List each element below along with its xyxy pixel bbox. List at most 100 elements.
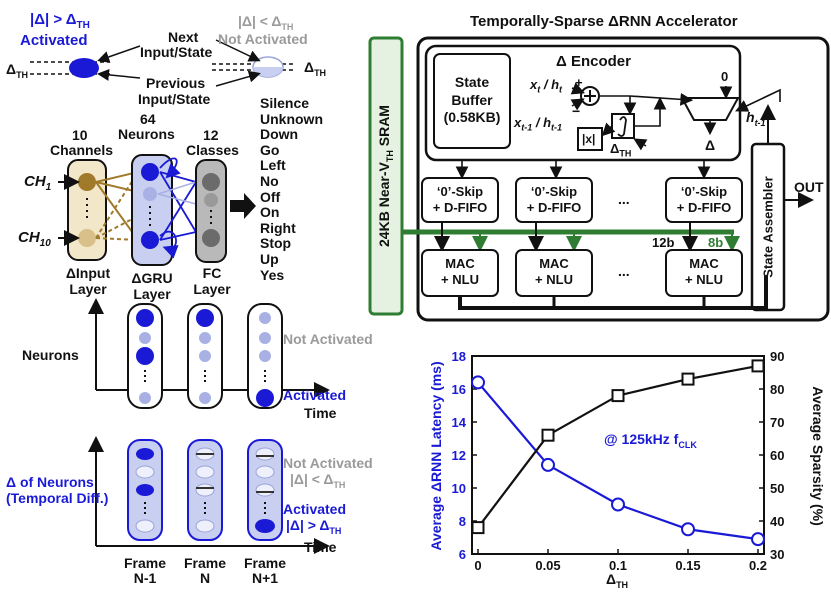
plus-sign: + bbox=[575, 75, 583, 90]
latency-point bbox=[471, 375, 485, 390]
not-activated-label-2: Not Activated bbox=[283, 455, 373, 471]
latency-series-line bbox=[477, 381, 759, 541]
mac-nlu-2: MAC+ NLU bbox=[535, 256, 573, 288]
sparsity-point bbox=[681, 372, 695, 386]
time-label-2: Time bbox=[304, 539, 337, 555]
chart-frame bbox=[471, 355, 765, 555]
mac-nlu-n: MAC+ NLU bbox=[685, 256, 723, 288]
dth-encoder-label: ΔTH bbox=[610, 141, 632, 159]
xt1-ht1-label: xt-1 / ht-1 bbox=[514, 115, 563, 133]
classes-count: 12 bbox=[203, 127, 219, 143]
chart-xlabel: ΔTH bbox=[606, 571, 629, 590]
y-right-tick-label: 90 bbox=[770, 349, 784, 364]
sparsity-point bbox=[611, 389, 625, 403]
h-prev-label: ht-1 bbox=[746, 109, 766, 128]
legend-activated-label: Activated bbox=[20, 32, 88, 49]
sparsity-point bbox=[541, 428, 555, 442]
minus-sign: − bbox=[572, 103, 581, 119]
x-tick-label: 0.1 bbox=[609, 558, 627, 573]
classifier-arrow-icon bbox=[230, 193, 256, 219]
legend-dth-right: ΔTH bbox=[304, 59, 327, 78]
network-graphics bbox=[58, 154, 256, 266]
skip-dots: ... bbox=[618, 191, 630, 207]
delta-out-label: Δ bbox=[705, 137, 716, 153]
legend-dth-left: ΔTH bbox=[6, 61, 29, 80]
y-right-tick-label: 70 bbox=[770, 415, 784, 430]
channels-count: 10 bbox=[72, 127, 88, 143]
activated-neuron-icon bbox=[69, 58, 99, 78]
sram-block bbox=[368, 36, 404, 316]
bits-8b: 8b bbox=[708, 235, 724, 250]
accelerator-graphics bbox=[368, 36, 830, 322]
x-tick-label: 0.05 bbox=[535, 558, 560, 573]
latency-point bbox=[611, 497, 625, 512]
delta-encoder-label: Δ Encoder bbox=[556, 53, 631, 70]
chart-annotation: @ 125kHz fCLK bbox=[604, 431, 697, 450]
neurons-count: 64 bbox=[140, 111, 156, 127]
not-activated-label: Not Activated bbox=[283, 331, 373, 347]
neurons-axis-label: Neurons bbox=[22, 347, 79, 363]
y-left-tick-label: 8 bbox=[459, 514, 466, 529]
cond-less-label: |Δ| < ΔTH bbox=[290, 471, 346, 490]
y-left-tick-label: 12 bbox=[452, 448, 466, 463]
y-left-tick-label: 18 bbox=[452, 349, 466, 364]
latency-point bbox=[751, 532, 765, 547]
y-left-tick-label: 6 bbox=[459, 547, 466, 562]
x-tick-label: 0.15 bbox=[675, 558, 700, 573]
skip-fifo-1: ‘0’-Skip+ D-FIFO bbox=[432, 184, 488, 216]
skip-fifo-n: ‘0’-Skip+ D-FIFO bbox=[676, 184, 732, 216]
legend-previous-2: Input/State bbox=[138, 91, 211, 107]
channels-label: Channels bbox=[50, 142, 114, 158]
x-tick-label: 0 bbox=[474, 558, 481, 573]
x-tick-label: 0.2 bbox=[749, 558, 767, 573]
legend-graphics bbox=[30, 39, 296, 87]
time-label: Time bbox=[304, 405, 337, 421]
accelerator-title: Temporally-Sparse ΔRNN Accelerator bbox=[470, 13, 738, 30]
y-right-tick-label: 80 bbox=[770, 382, 784, 397]
out-label: OUT bbox=[794, 179, 824, 195]
y-left-tick-label: 10 bbox=[452, 481, 466, 496]
legend-next: Next bbox=[168, 29, 199, 45]
y-right-tick-label: 40 bbox=[770, 514, 784, 529]
y-right-tick-label: 30 bbox=[770, 547, 784, 562]
legend-next-2: Input/State bbox=[140, 44, 213, 60]
sparsity-point bbox=[751, 359, 765, 373]
abs-label: |x| bbox=[582, 132, 596, 146]
activation-graphics bbox=[88, 298, 330, 554]
latency-point bbox=[681, 522, 695, 537]
sram-label: 24KB Near-VTH SRAM bbox=[376, 105, 395, 247]
zero-label: 0 bbox=[721, 69, 729, 84]
activated-label: Activated bbox=[283, 387, 347, 403]
skip-fifo-2: ‘0’-Skip+ D-FIFO bbox=[526, 184, 582, 216]
legend-activated-condition: |Δ| > ΔTH bbox=[30, 11, 90, 31]
activated-label-2: Activated bbox=[283, 501, 347, 517]
bits-12b: 12b bbox=[652, 235, 675, 250]
y-right-tick-label: 50 bbox=[770, 481, 784, 496]
latency-point bbox=[541, 457, 555, 472]
chart-ylabel-left: Average ΔRNN Latency (ms) bbox=[428, 361, 444, 551]
y-right-tick-label: 60 bbox=[770, 448, 784, 463]
legend-not-activated-condition: |Δ| < ΔTH bbox=[238, 13, 294, 32]
neurons-label: Neurons bbox=[118, 126, 175, 142]
state-assembler-label: State Assembler bbox=[760, 176, 776, 278]
cond-more-label: |Δ| > ΔTH bbox=[286, 517, 342, 536]
mac-dots: ... bbox=[618, 263, 630, 279]
mac-nlu-1: MAC+ NLU bbox=[441, 256, 479, 288]
xt-ht-label: xt / ht bbox=[530, 77, 563, 95]
legend-previous: Previous bbox=[146, 75, 206, 91]
legend-not-activated-label: Not Activated bbox=[218, 31, 308, 47]
classes-label: Classes bbox=[186, 142, 239, 158]
y-left-tick-label: 14 bbox=[452, 415, 467, 430]
ch1-label: CH1 bbox=[24, 173, 52, 193]
delta-neurons-label: Δ of Neurons(Temporal Diff.) bbox=[6, 474, 109, 507]
chart-ylabel-right: Average Sparsity (%) bbox=[810, 386, 826, 526]
